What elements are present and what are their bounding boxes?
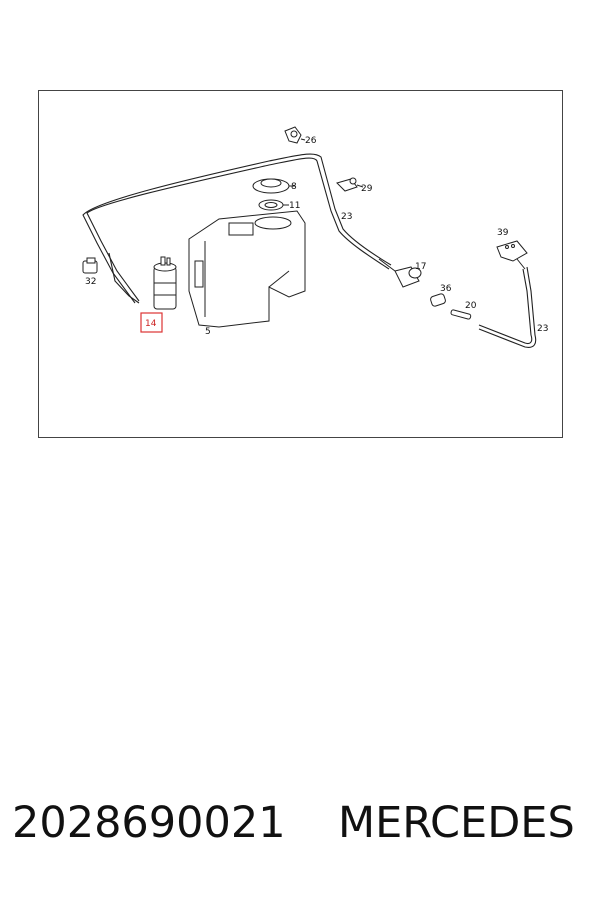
valve-17 [378, 258, 422, 288]
highlight-14[interactable]: 14 [140, 312, 163, 333]
nozzle-39 [496, 240, 528, 270]
brand-name: MERCEDES [338, 798, 575, 848]
label-20: 20 [465, 301, 477, 311]
pump-14 [153, 256, 177, 310]
label-17: 17 [415, 262, 426, 272]
hose-main [86, 157, 390, 302]
label-8: 8 [291, 182, 297, 192]
label-11: 11 [289, 201, 300, 211]
clip-26 [284, 126, 302, 144]
footer: 2028690021 MERCEDES [0, 798, 600, 868]
parts-diagram: 26 8 29 11 23 39 32 17 36 20 23 5 14 [38, 90, 563, 438]
cap-8 [252, 178, 295, 194]
label-14: 14 [145, 319, 157, 329]
reservoir-5 [188, 210, 306, 328]
label-23-lower: 23 [537, 324, 548, 334]
connector-36 [430, 293, 446, 307]
label-36: 36 [440, 284, 452, 294]
hose-23-right [478, 268, 533, 345]
label-5: 5 [205, 327, 211, 337]
ring-11 [258, 199, 284, 211]
hose-to-pump [108, 252, 140, 304]
tube-20 [450, 309, 472, 320]
label-26: 26 [305, 136, 317, 146]
label-39: 39 [497, 228, 509, 238]
part-number: 2028690021 [12, 798, 286, 848]
label-32: 32 [85, 277, 96, 287]
label-29: 29 [361, 184, 373, 194]
label-23-upper: 23 [341, 212, 352, 222]
washer-system-drawing: 26 8 29 11 23 39 32 17 36 20 23 5 14 [82, 126, 548, 348]
bracket-29 [336, 177, 358, 192]
clip-32 [82, 257, 98, 274]
